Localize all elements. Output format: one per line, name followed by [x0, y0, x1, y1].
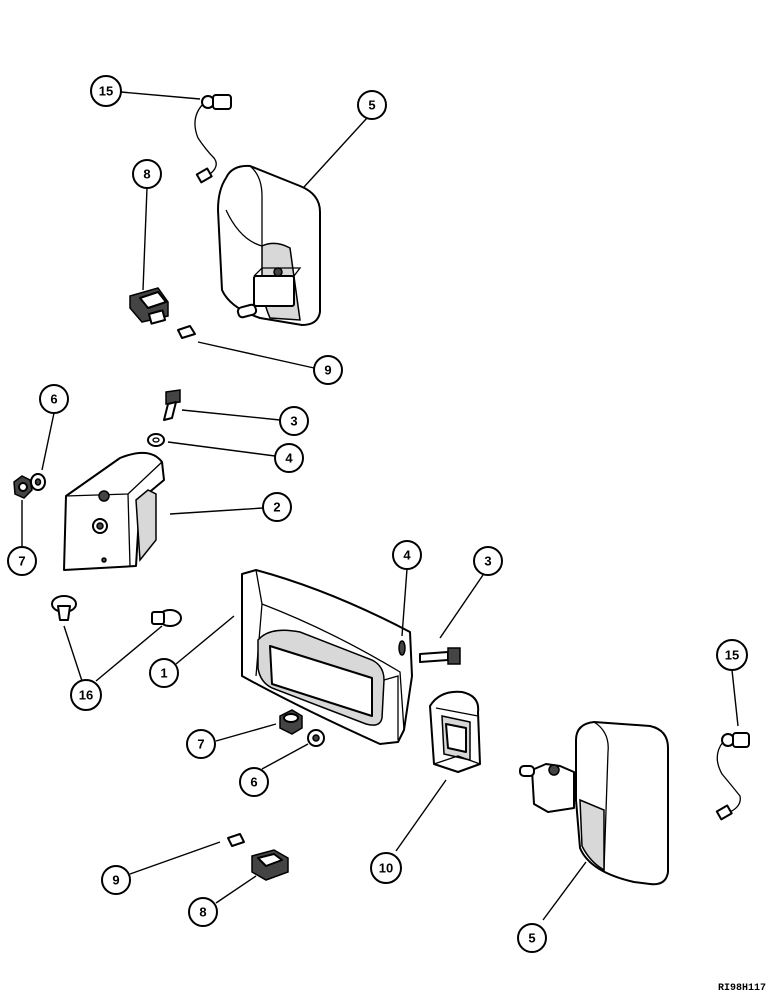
callout-9-lower: 9 — [101, 865, 131, 895]
svg-text:4: 4 — [285, 451, 293, 466]
svg-text:2: 2 — [273, 500, 280, 515]
washer-upper-part — [147, 433, 165, 447]
svg-text:5: 5 — [368, 98, 375, 113]
leader-lines — [21, 91, 739, 921]
svg-text:7: 7 — [18, 554, 25, 569]
washer-right-part — [398, 640, 406, 656]
svg-text:6: 6 — [50, 392, 57, 407]
callout-7-lower: 7 — [186, 729, 216, 759]
svg-text:15: 15 — [99, 84, 113, 99]
nut-left-part — [13, 475, 33, 499]
callout-9-upper: 9 — [313, 355, 343, 385]
bulb-wire-lower-part — [715, 732, 750, 821]
washer-lower-part — [307, 729, 325, 747]
lamp-housing-lower-part — [519, 721, 669, 886]
callout-8-lower: 8 — [188, 897, 218, 927]
callout-10: 10 — [370, 852, 402, 884]
callout-8-upper: 8 — [132, 159, 162, 189]
callout-6-upper: 6 — [39, 384, 69, 414]
callout-4-right: 4 — [392, 540, 422, 570]
svg-text:5: 5 — [528, 931, 535, 946]
washer-left-part — [30, 473, 46, 491]
mirror-arm-housing-part — [241, 569, 413, 745]
callout-15-lower: 15 — [716, 639, 748, 671]
callout-7-upper: 7 — [7, 546, 37, 576]
clamp-part — [429, 690, 481, 773]
callout-3-right: 3 — [473, 546, 503, 576]
small-bulb-lower-part — [227, 833, 245, 847]
svg-text:10: 10 — [379, 861, 393, 876]
svg-text:16: 16 — [79, 688, 93, 703]
small-bulb-upper-part — [177, 325, 196, 339]
bolt-right-part — [419, 647, 461, 665]
callout-1: 1 — [149, 658, 179, 688]
svg-text:6: 6 — [250, 775, 257, 790]
reference-code: RI98H117 — [718, 983, 766, 994]
svg-text:8: 8 — [199, 905, 206, 920]
callout-16: 16 — [70, 679, 102, 711]
bracket-part — [63, 451, 165, 571]
callout-5-lower: 5 — [517, 923, 547, 953]
callout-4-upper: 4 — [274, 443, 304, 473]
callout-2: 2 — [262, 492, 292, 522]
svg-text:3: 3 — [484, 554, 491, 569]
socket-upper-part — [129, 287, 169, 325]
svg-text:4: 4 — [403, 548, 411, 563]
callout-3-upper: 3 — [279, 406, 309, 436]
callout-6-lower: 6 — [239, 767, 269, 797]
svg-text:7: 7 — [197, 737, 204, 752]
bolt-upper-part — [163, 389, 181, 421]
svg-text:1: 1 — [160, 666, 167, 681]
lamp-housing-upper-part — [217, 164, 321, 326]
bulb-wire-upper-part — [194, 94, 232, 184]
svg-text:9: 9 — [112, 873, 119, 888]
svg-text:15: 15 — [725, 648, 739, 663]
svg-text:3: 3 — [290, 414, 297, 429]
nut-lower-part — [279, 709, 303, 735]
socket-lower-part — [251, 849, 289, 881]
callout-5-upper: 5 — [357, 90, 387, 120]
svg-text:9: 9 — [324, 363, 331, 378]
callout-15-upper: 15 — [90, 75, 122, 107]
screws-part — [51, 595, 182, 627]
svg-text:8: 8 — [143, 167, 150, 182]
